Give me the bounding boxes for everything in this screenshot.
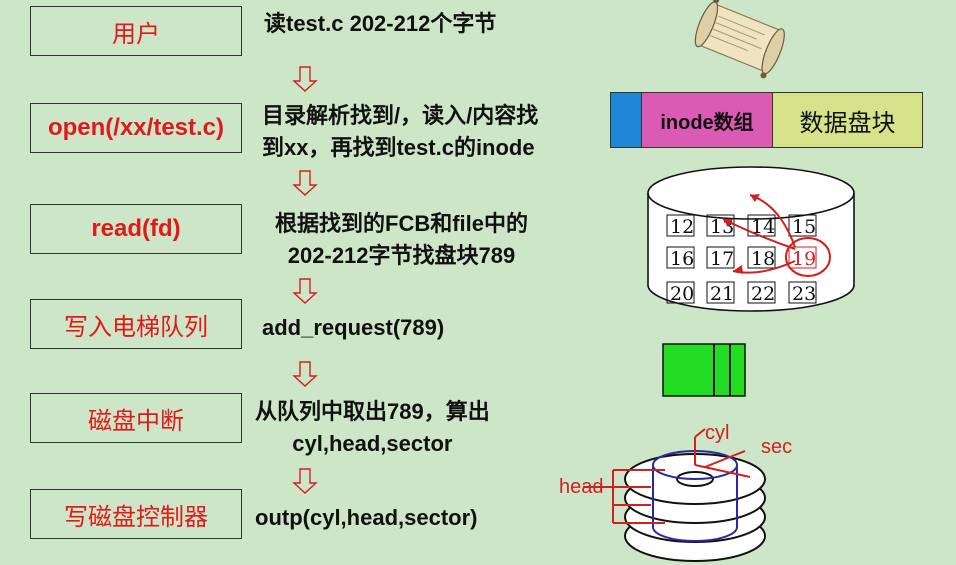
- desc-read-line1: 根据找到的FCB和file中的: [275, 211, 529, 236]
- block-row-2: 16 17 18 19: [666, 246, 817, 270]
- down-arrow-icon: [292, 278, 318, 304]
- down-arrow-icon: [292, 66, 318, 92]
- desc-open-line2: 到xx，再找到test.c的inode: [262, 135, 535, 160]
- desc-user: 读test.c 202-212个字节: [264, 8, 496, 40]
- down-arrow-icon: [292, 170, 318, 196]
- step-write-controller: 写磁盘控制器: [30, 489, 242, 539]
- block-14: 14: [751, 216, 775, 238]
- step-read: read(fd): [30, 204, 242, 254]
- desc-interrupt-line1: 从队列中取出789，算出: [255, 399, 490, 424]
- desc-read: 根据找到的FCB和file中的 202-212字节找盘块789: [275, 208, 528, 272]
- step-user-label: 用户: [112, 19, 160, 48]
- desc-queue-line1: add_request(789): [262, 315, 445, 340]
- boot-block: [611, 93, 642, 147]
- desc-user-line1: 读test.c 202-212个字节: [264, 11, 497, 36]
- inode-array-label: inode数组: [660, 111, 754, 134]
- cyl-label: cyl: [705, 422, 729, 444]
- block-17: 17: [710, 248, 734, 270]
- step-open: open(/xx/test.c): [30, 103, 242, 153]
- step-disk-interrupt-label: 磁盘中断: [88, 406, 184, 435]
- block-22: 22: [751, 283, 775, 305]
- inode-array: inode数组: [642, 93, 773, 147]
- data-blocks: 数据盘块: [773, 93, 922, 147]
- highlight-circle: [785, 237, 831, 277]
- desc-interrupt-line2: cyl,head,sector: [292, 431, 453, 456]
- block-21: 21: [710, 283, 734, 305]
- disk-platters: cyl sec head: [559, 422, 792, 562]
- block-18: 18: [751, 248, 775, 270]
- down-arrow-icon: [292, 468, 318, 494]
- fs-layout-bar: inode数组 数据盘块: [610, 92, 923, 148]
- step-user: 用户: [30, 6, 242, 56]
- step-read-label: read(fd): [91, 215, 181, 242]
- desc-read-line2: 202-212字节找盘块789: [287, 243, 516, 268]
- block-19: 19: [792, 248, 816, 270]
- block-12: 12: [670, 216, 694, 238]
- block-15: 15: [792, 216, 816, 238]
- desc-controller: outp(cyl,head,sector): [255, 502, 477, 534]
- disk-cylinder: 12 13 14 15 16 17 18 19 20 21 22 23: [647, 166, 855, 312]
- scroll-file-icon: [694, 0, 785, 79]
- block-23: 23: [792, 283, 816, 305]
- step-write-controller-label: 写磁盘控制器: [64, 502, 208, 531]
- desc-open-line1: 目录解析找到/，读入/内容找: [262, 103, 539, 128]
- step-disk-interrupt: 磁盘中断: [30, 393, 242, 443]
- desc-queue: add_request(789): [262, 312, 444, 344]
- step-elevator-queue: 写入电梯队列: [30, 299, 242, 349]
- data-blocks-label: 数据盘块: [799, 108, 896, 137]
- block-20: 20: [670, 283, 694, 305]
- sec-label: sec: [761, 436, 792, 458]
- step-open-label: open(/xx/test.c): [47, 114, 225, 141]
- down-arrow-icon: [292, 361, 318, 387]
- desc-controller-line1: outp(cyl,head,sector): [255, 505, 478, 530]
- desc-interrupt: 从队列中取出789，算出 cyl,head,sector: [255, 396, 490, 460]
- head-label: head: [559, 476, 604, 498]
- request-queue-icon: [662, 343, 746, 397]
- block-16: 16: [670, 248, 694, 270]
- head-arms: [583, 428, 751, 524]
- block-row-3: 20 21 22 23: [666, 281, 817, 305]
- desc-open: 目录解析找到/，读入/内容找 到xx，再找到test.c的inode: [262, 100, 538, 164]
- step-elevator-queue-label: 写入电梯队列: [64, 312, 208, 341]
